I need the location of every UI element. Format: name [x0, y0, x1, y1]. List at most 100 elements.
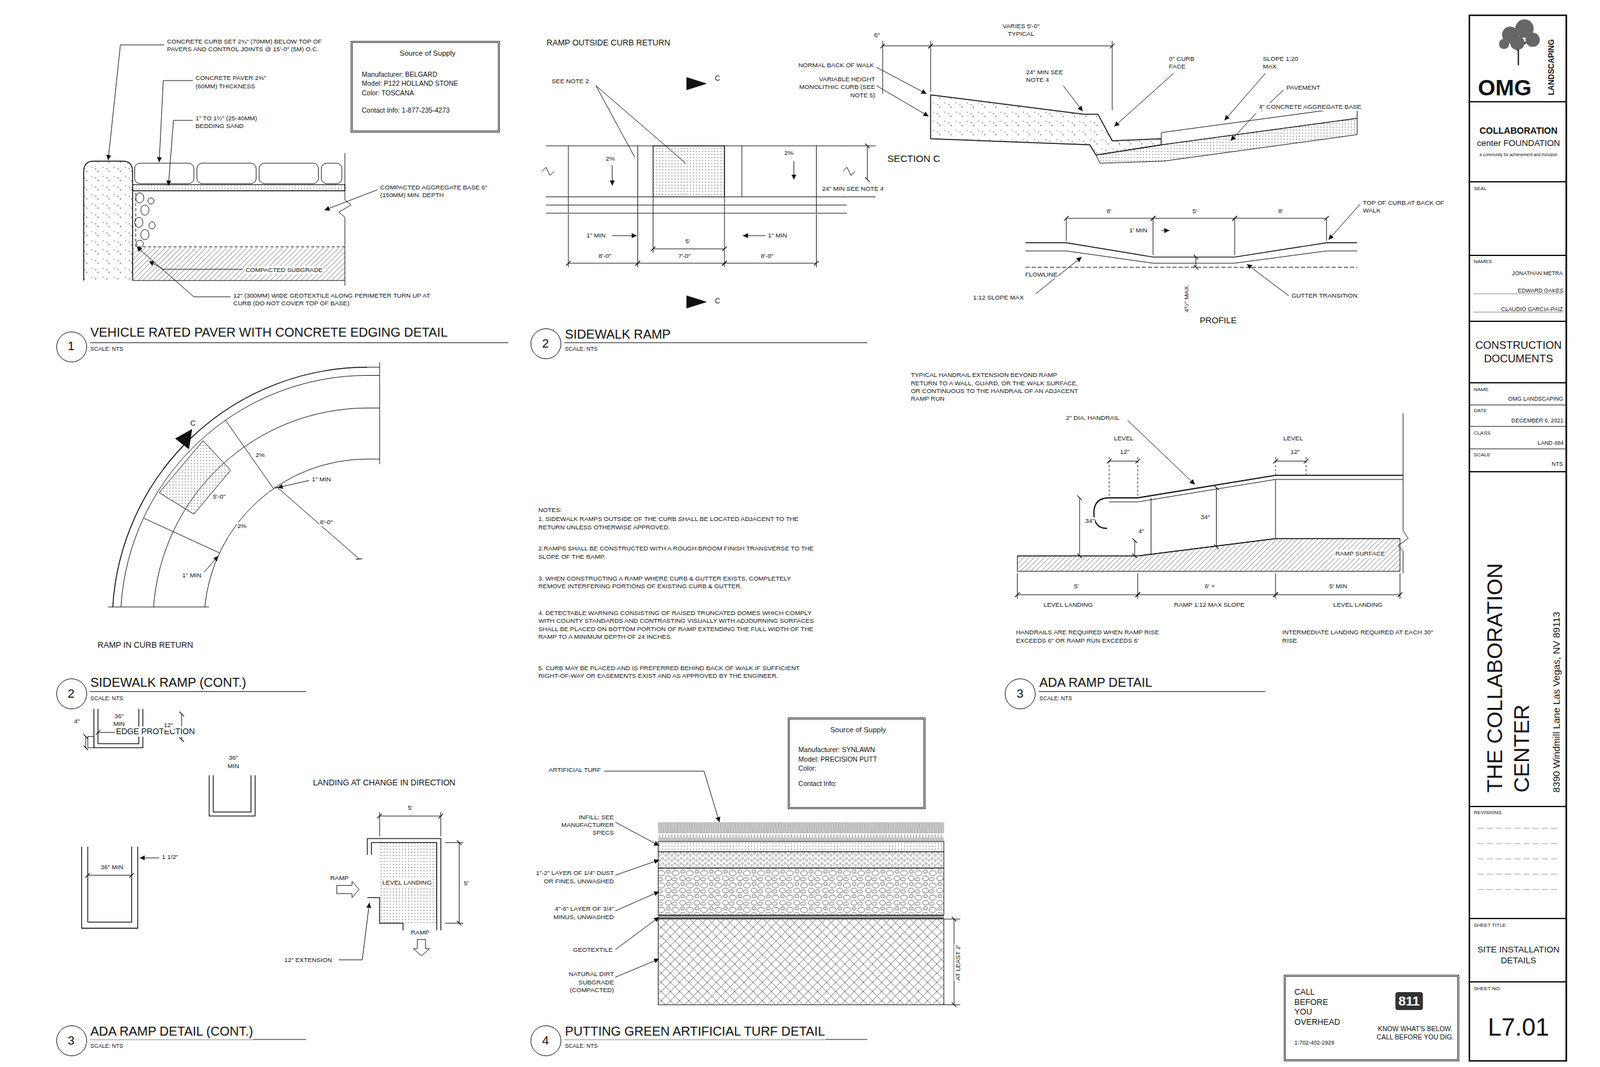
- drawing-label: LEVEL: [1282, 434, 1304, 443]
- landing-plan-part: [336, 881, 360, 898]
- sidewalk-ramp-plan-part: [724, 263, 816, 264]
- drawing-label: 1" MIN: [311, 475, 332, 484]
- ramp-profile-part: [1246, 264, 1289, 296]
- node-text: NTS: [1551, 460, 1565, 468]
- ramp-profile-part: [1025, 250, 1357, 264]
- sidewalk-ramp-plan-part: [595, 85, 686, 164]
- section-c-part: [930, 45, 1113, 47]
- drawing-label: 5': [1191, 207, 1198, 216]
- curb-return-ramp-plan-part: [204, 458, 368, 607]
- drawing-label: LEVEL LANDING: [1332, 600, 1384, 609]
- drawing-label: 4. DETECTABLE WARNING CONSISTING OF RAIS…: [537, 609, 820, 641]
- drawing-label: SCALE: NTS: [1038, 695, 1073, 703]
- node-text: SCALE: [1473, 451, 1492, 459]
- drawing-label: PROFILE: [1198, 315, 1238, 327]
- turf-section-part: [615, 891, 660, 911]
- paver-detail-part: [108, 44, 165, 160]
- drawing-label: RAMP IN CURB RETURN: [96, 640, 194, 651]
- turf-section-part: [657, 841, 944, 852]
- turf-section-part: [657, 867, 944, 915]
- ramp-profile-part: [1025, 266, 1357, 268]
- detail-title-underlines-part: [89, 342, 1266, 1039]
- drawing-label: LEVEL LANDING: [381, 878, 432, 887]
- drawing-label: GEOTEXTILE: [572, 945, 614, 954]
- paver-detail-part: [321, 163, 342, 184]
- node-text: a community for achievement and inclusio…: [1479, 152, 1559, 158]
- drawing-label: 5': [684, 237, 691, 246]
- landing-plan-part: [379, 842, 437, 923]
- node-text: center FOUNDATION: [1476, 138, 1561, 150]
- drawing-label: 2.RAMPS SHALL BE CONSTRUCTED WITH A ROUG…: [537, 544, 820, 561]
- drawing-label: 5'-0": [212, 492, 227, 501]
- ada-ramp-section-part: [1216, 487, 1217, 547]
- title-block-frame-part: [1498, 19, 1540, 50]
- drawing-label: 1' MIN: [1128, 226, 1148, 235]
- ramp-profile-part: [1234, 218, 1327, 219]
- node-text: Model: PRECISION PUTT: [798, 755, 879, 764]
- drawing-label: AT LEAST 2': [954, 944, 962, 982]
- drawing-label: 8': [1105, 207, 1112, 216]
- supply-info-box: Source of SupplyManufacturer: BELGARDMod…: [350, 40, 500, 133]
- edge-protection: [81, 709, 256, 929]
- ada-ramp-section-part: [1134, 540, 1135, 557]
- drawing-label: SIDEWALK RAMP: [564, 326, 672, 343]
- section-c-part: [876, 85, 929, 117]
- drawing-label: SCALE: NTS: [89, 1042, 124, 1050]
- node-text: COLLABORATION: [1479, 125, 1559, 137]
- drawing-label: LEVEL: [1112, 434, 1135, 443]
- node-text: 811: [1395, 992, 1423, 1010]
- drawing-label: 36" MIN: [106, 712, 131, 729]
- drawing-label: VEHICLE RATED PAVER WITH CONCRETE EDGING…: [89, 324, 448, 341]
- node-text: REVISIONS: [1473, 809, 1503, 816]
- ada-ramp-section-part: [1093, 475, 1403, 529]
- sidewalk-ramp-plan-part: [652, 248, 725, 249]
- node-text: Manufacturer: BELGARD: [360, 70, 438, 79]
- turf-section-part: [615, 917, 660, 950]
- paver-detail-part: [159, 80, 194, 162]
- curb-return-ramp-plan-part: [120, 375, 368, 607]
- drawing-label: GUTTER TRANSITION: [1290, 291, 1359, 300]
- title-block-cell: NAMEOMG LANDSCAPINGDATEDECEMBER 6, 2021C…: [1469, 382, 1567, 472]
- node-text: Source of Supply: [398, 48, 456, 58]
- section-c-part: [882, 45, 931, 47]
- drawing-label: CONCRETE PAVER 2⅜" (60MM) THICKNESS: [195, 74, 288, 91]
- drawing-label: 4"-6" LAYER OF 3/4" MINUS, UNWASHED: [552, 904, 616, 921]
- detail-callout-circle: 2: [56, 678, 88, 710]
- node-text: Contact Info:: [798, 779, 838, 788]
- drawing-label: EDGE PROTECTION: [115, 726, 196, 737]
- sidewalk-ramp-plan-part: [568, 197, 816, 268]
- curb-return-ramp-plan-part: [112, 367, 368, 608]
- node-text: JONATHAN METRA: [1511, 270, 1565, 278]
- drawing-label: 12": [1119, 448, 1131, 456]
- edge-protection-part: [87, 736, 95, 749]
- node-text: OMG: [1477, 73, 1533, 102]
- paver-detail-part: [147, 197, 155, 205]
- drawing-label: RAMP: [410, 928, 431, 937]
- node-text: NAME: [1473, 386, 1490, 393]
- curb-return-ramp-plan-part: [108, 362, 380, 607]
- section-c-part: [1230, 113, 1257, 141]
- drawing-label: 1" MIN: [767, 231, 788, 240]
- drawing-label: 8'-0": [760, 252, 775, 260]
- title-block-cell: THE COLLABORATION CENTER8390 Windmill La…: [1469, 471, 1567, 807]
- drawing-label: TOP OF CURB AT BACK OF WALK: [1362, 199, 1451, 216]
- ada-ramp-section-part: [1079, 497, 1080, 557]
- turf-section-part: [615, 859, 660, 875]
- drawing-label: SEE NOTE 2: [551, 77, 590, 86]
- landing-plan-part: [379, 815, 441, 816]
- title-block-cell: NAMESJONATHAN METRAEDWARD OAKESCLAUDIO G…: [1469, 255, 1567, 322]
- ada-ramp-section-part: [1137, 594, 1276, 596]
- drawing-label: SCALE: NTS: [564, 1042, 599, 1050]
- paver-detail-part: [259, 163, 319, 184]
- drawing-label: RAMP: [329, 874, 350, 882]
- section-c-part: [930, 94, 1161, 155]
- drawing-label: 1"-2" LAYER OF 1/4" DUST OR FINES, UNWAS…: [531, 869, 616, 886]
- drawing-label: COMPACTED SUBGRADE: [245, 266, 324, 274]
- title-block-cell: CONSTRUCTION DOCUMENTS: [1469, 321, 1567, 383]
- turf-section-part: [604, 771, 720, 823]
- node-text: SHEET TITLE:: [1473, 922, 1508, 929]
- ada-ramp-section-part: [1017, 538, 1401, 571]
- curb-return-ramp-plan-part: [144, 420, 274, 553]
- paver-detail-part: [135, 192, 345, 247]
